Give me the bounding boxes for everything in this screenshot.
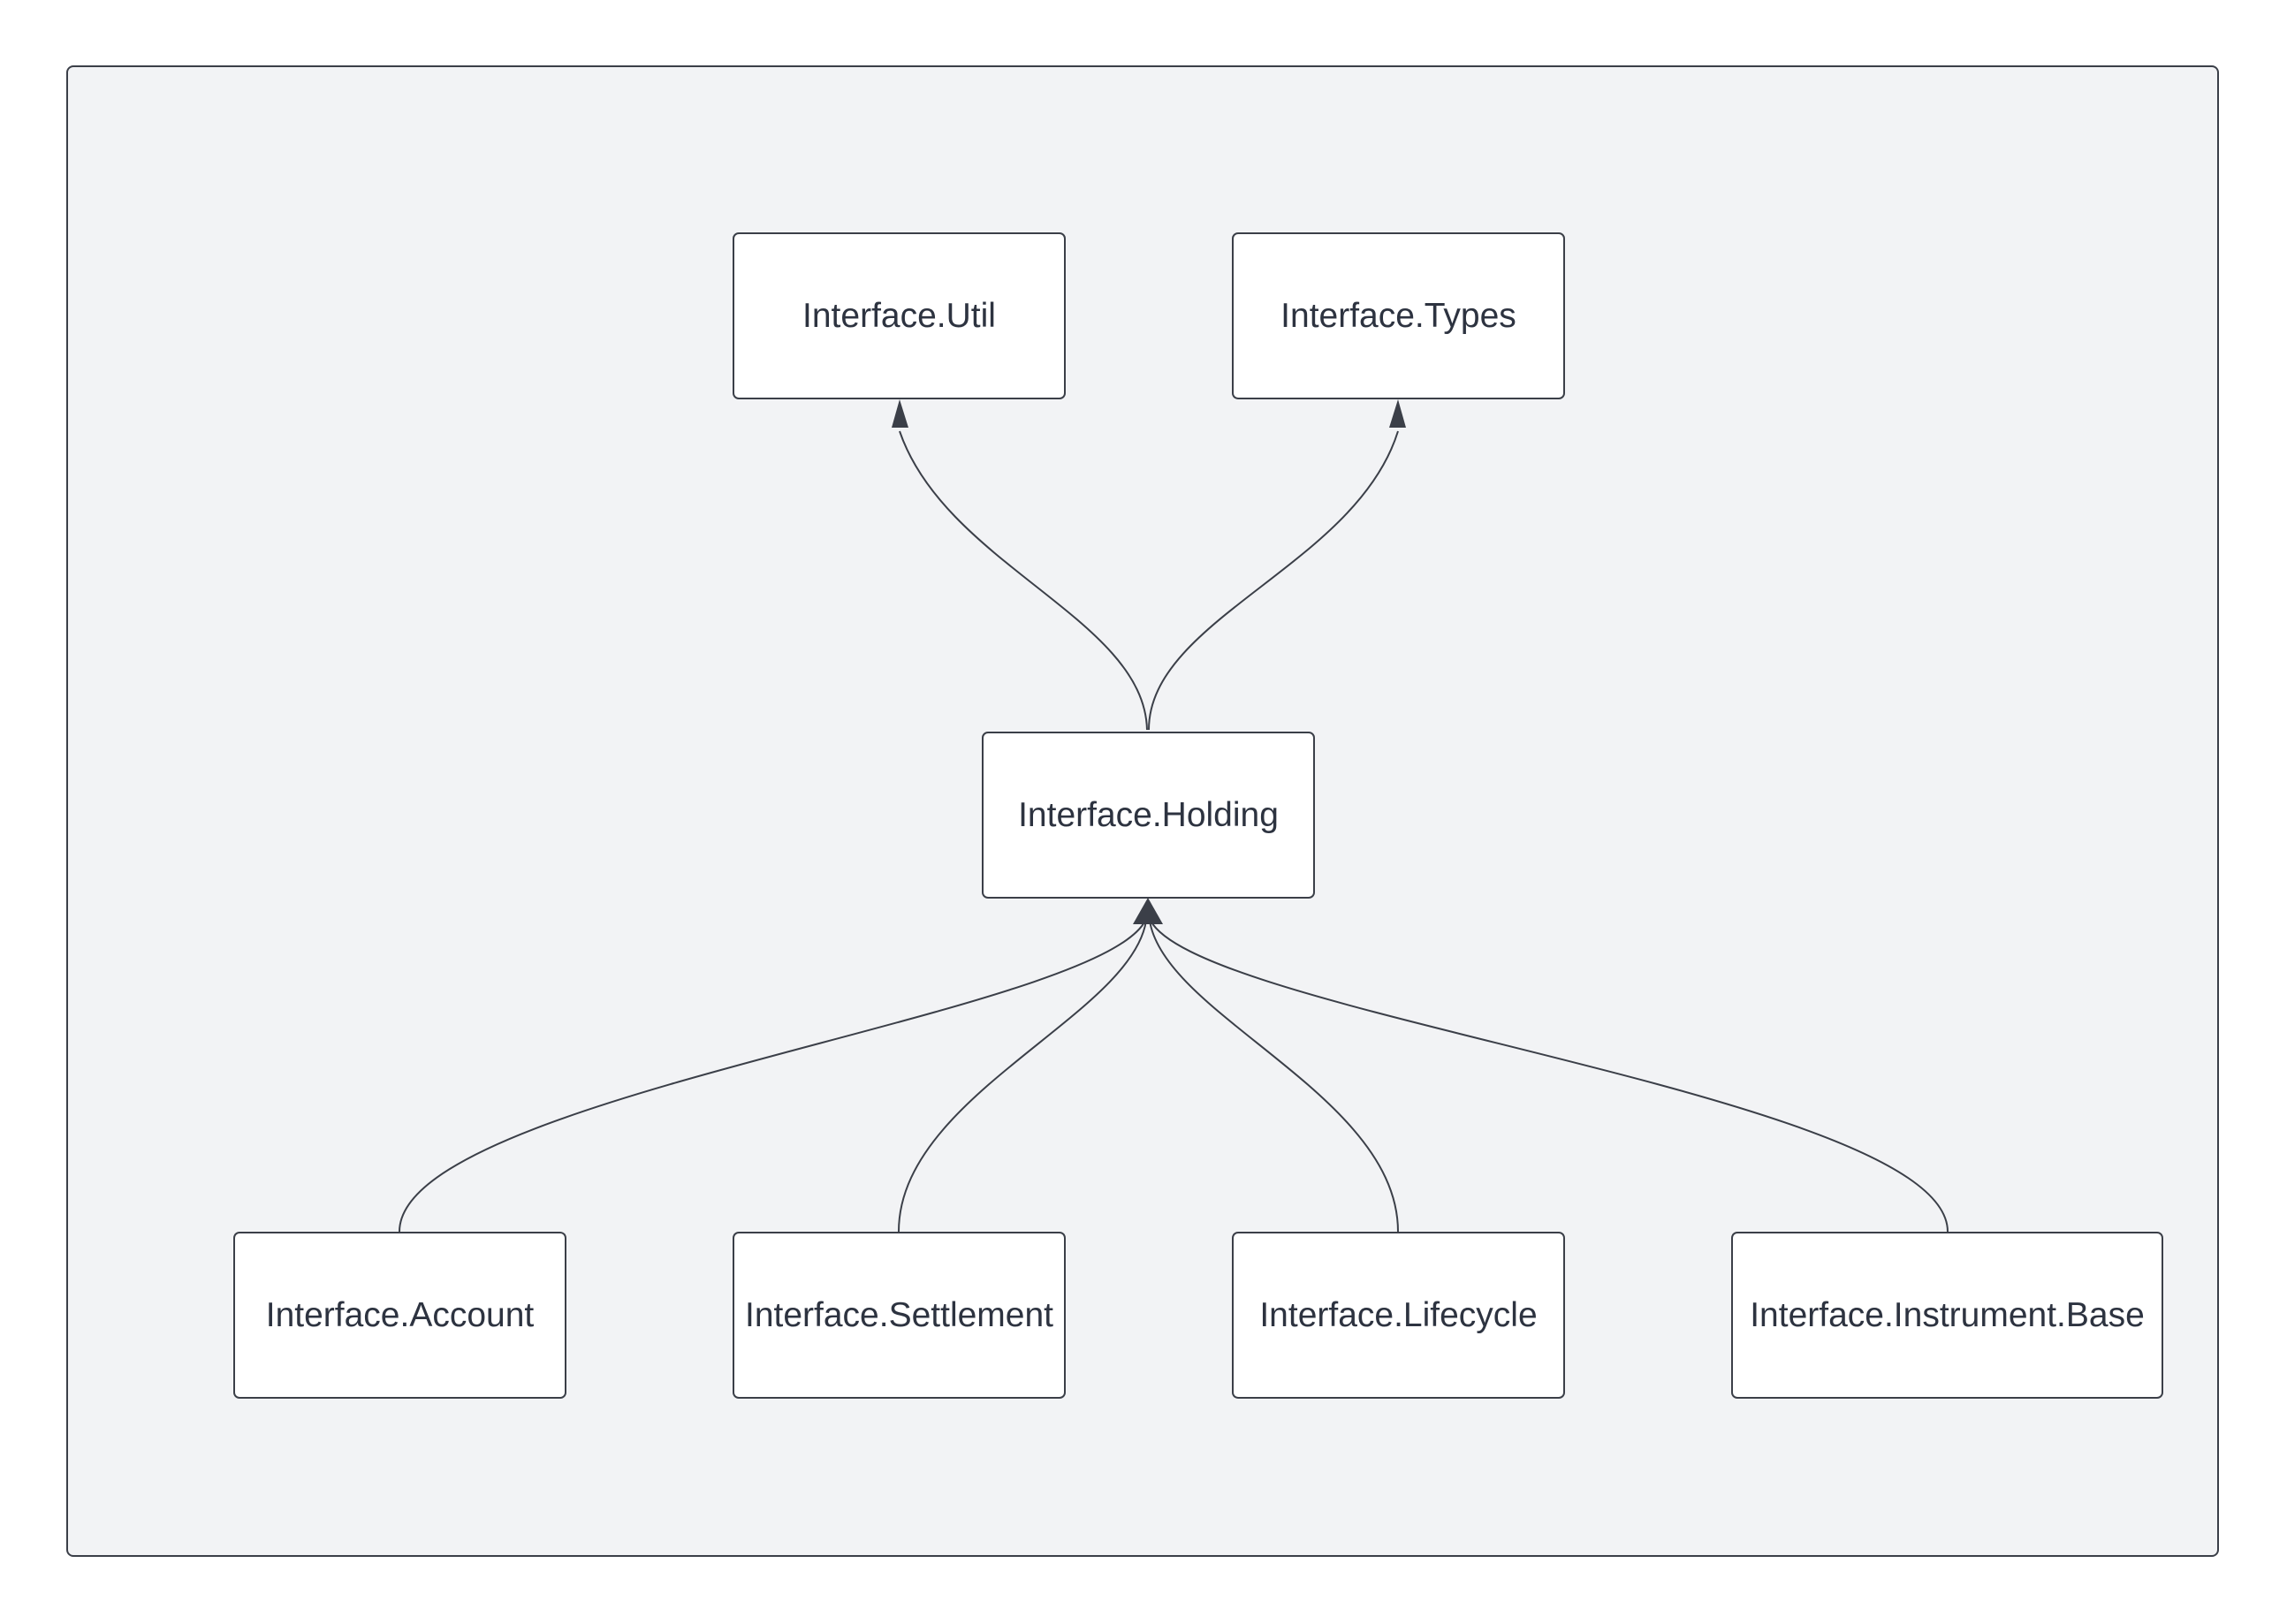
arrowhead-util [892,399,908,428]
node-interface-holding: Interface.Holding [982,732,1315,899]
node-label: Interface.Settlement [744,1295,1054,1334]
node-interface-instrument-base: Interface.Instrument.Base [1731,1232,2163,1399]
node-label: Interface.Lifecycle [1259,1295,1538,1334]
node-label: Interface.Types [1280,296,1516,335]
edge-settlement-to-holding [898,920,1147,1233]
node-label: Interface.Account [265,1295,535,1334]
node-label: Interface.Util [802,296,996,335]
node-label: Interface.Holding [1018,795,1279,834]
arrowhead-types [1389,399,1406,428]
edge-instrument-base-to-holding [1150,920,1949,1233]
arrowhead-holding [1133,898,1163,924]
node-interface-lifecycle: Interface.Lifecycle [1232,1232,1565,1399]
edge-holding-to-types [1148,430,1399,731]
node-interface-settlement: Interface.Settlement [733,1232,1066,1399]
edge-account-to-holding [399,920,1146,1233]
edge-holding-to-util [899,430,1148,731]
node-label: Interface.Instrument.Base [1750,1295,2145,1334]
node-interface-account: Interface.Account [233,1232,566,1399]
edge-lifecycle-to-holding [1149,920,1399,1233]
node-interface-types: Interface.Types [1232,232,1565,399]
node-interface-util: Interface.Util [733,232,1066,399]
